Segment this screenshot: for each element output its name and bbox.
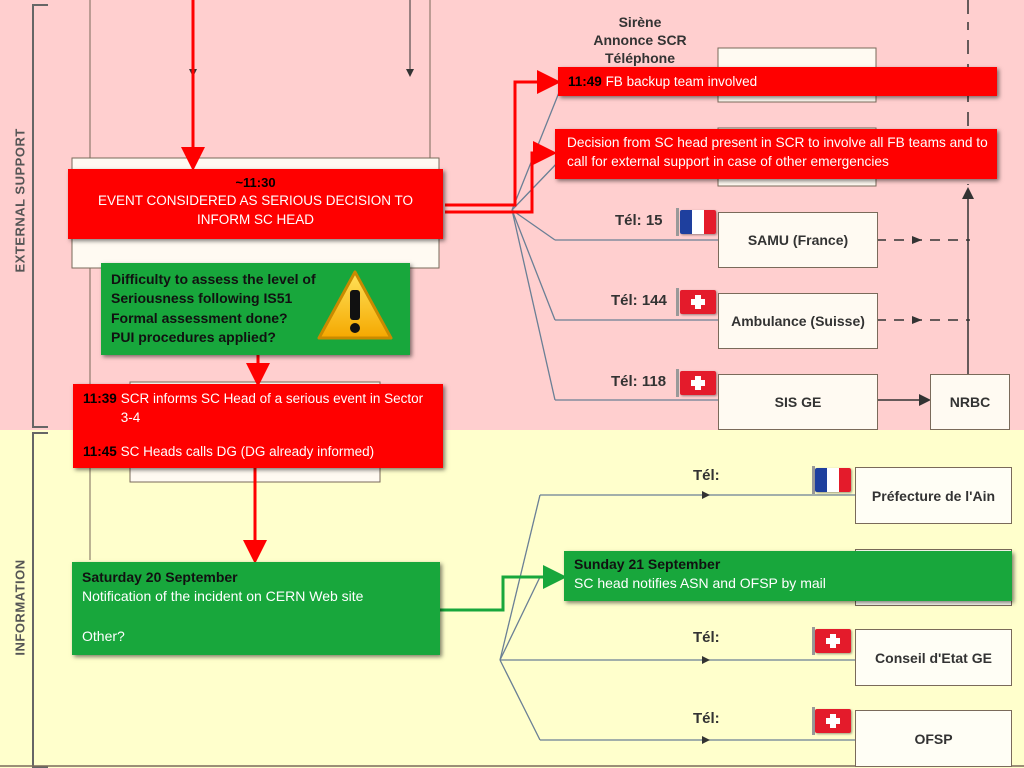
- tel-conseil: Tél:: [693, 629, 720, 646]
- ambulance-box: Ambulance (Suisse): [718, 293, 878, 349]
- difficulty-line-4: PUI procedures applied?: [111, 328, 276, 345]
- saturday-line: Notification of the incident on CERN Web…: [82, 588, 364, 605]
- note-time: ~11:30: [235, 175, 276, 190]
- event-serious-note: ~11:30 EVENT CONSIDERED AS SERIOUS DECIS…: [68, 169, 443, 239]
- information-bracket: [32, 432, 48, 768]
- sunday-title: Sunday 21 September: [574, 556, 721, 572]
- france-flag-icon: [815, 468, 851, 492]
- saturday-other: Other?: [82, 627, 125, 644]
- sirene-label: Sirène Annonce SCR Téléphone: [585, 13, 695, 67]
- scr-informs-note: 11:39 SCR informs SC Head of a serious e…: [73, 384, 443, 468]
- tel-samu: Tél: 15: [615, 212, 663, 229]
- note-text: SC Heads calls DG (DG already informed): [120, 444, 375, 460]
- samu-box: SAMU (France): [718, 212, 878, 268]
- note-time: 11:49: [568, 74, 602, 89]
- sirene-line-3: Téléphone: [604, 50, 675, 66]
- sis-ge-box: SIS GE: [718, 374, 878, 430]
- note-line-1: 11:39 SCR informs SC Head of a serious e…: [83, 390, 433, 427]
- sunday-line: SC head notifies ASN and OFSP by mail: [574, 575, 826, 592]
- note-line-2: 11:45 SC Heads calls DG (DG already info…: [83, 443, 433, 462]
- ofsp-box: OFSP: [855, 710, 1012, 767]
- note-text: Decision from SC head present in SCR to …: [567, 135, 988, 169]
- swiss-flag-icon: [680, 290, 716, 314]
- swiss-flag-icon: [815, 629, 851, 653]
- difficulty-line-3: Formal assessment done?: [111, 309, 288, 326]
- flag-pole: [676, 208, 679, 236]
- note-time: 11:45: [83, 444, 117, 460]
- swiss-flag-icon: [815, 709, 851, 733]
- swiss-flag-icon: [680, 371, 716, 395]
- external-support-bracket: [32, 4, 48, 428]
- warning-triangle-icon: [317, 270, 393, 340]
- france-flag-icon: [680, 210, 716, 234]
- nrbc-box: NRBC: [930, 374, 1010, 430]
- flag-pole: [812, 466, 815, 494]
- saturday-note: Saturday 20 September Notification of th…: [72, 562, 440, 655]
- prefecture-box: Préfecture de l'Ain: [855, 467, 1012, 524]
- flag-pole: [812, 707, 815, 735]
- flag-pole: [676, 369, 679, 397]
- difficulty-line-2: Seriousness following IS51: [111, 290, 293, 307]
- tel-prefecture: Tél:: [693, 467, 720, 484]
- sunday-note: Sunday 21 September SC head notifies ASN…: [564, 551, 1012, 601]
- note-time: 11:39: [83, 391, 117, 406]
- decision-note: Decision from SC head present in SCR to …: [555, 129, 997, 179]
- saturday-title: Saturday 20 September: [82, 569, 238, 585]
- flag-pole: [676, 288, 679, 316]
- note-text: FB backup team involved: [605, 74, 758, 89]
- conseil-etat-box: Conseil d'Etat GE: [855, 629, 1012, 686]
- note-text: SCR informs SC Head of a serious event i…: [120, 391, 424, 425]
- fb-backup-note: 11:49 FB backup team involved: [558, 67, 997, 96]
- flag-pole: [812, 627, 815, 655]
- tel-ambulance: Tél: 144: [611, 292, 667, 309]
- difficulty-line-1: Difficulty to assess the level of: [111, 271, 316, 287]
- sirene-line-2: Annonce SCR: [593, 32, 687, 48]
- note-text: EVENT CONSIDERED AS SERIOUS DECISION TO …: [97, 192, 414, 227]
- tel-ofsp: Tél:: [693, 710, 720, 727]
- tel-sis: Tél: 118: [611, 373, 667, 390]
- sirene-line-1: Sirène: [618, 14, 662, 30]
